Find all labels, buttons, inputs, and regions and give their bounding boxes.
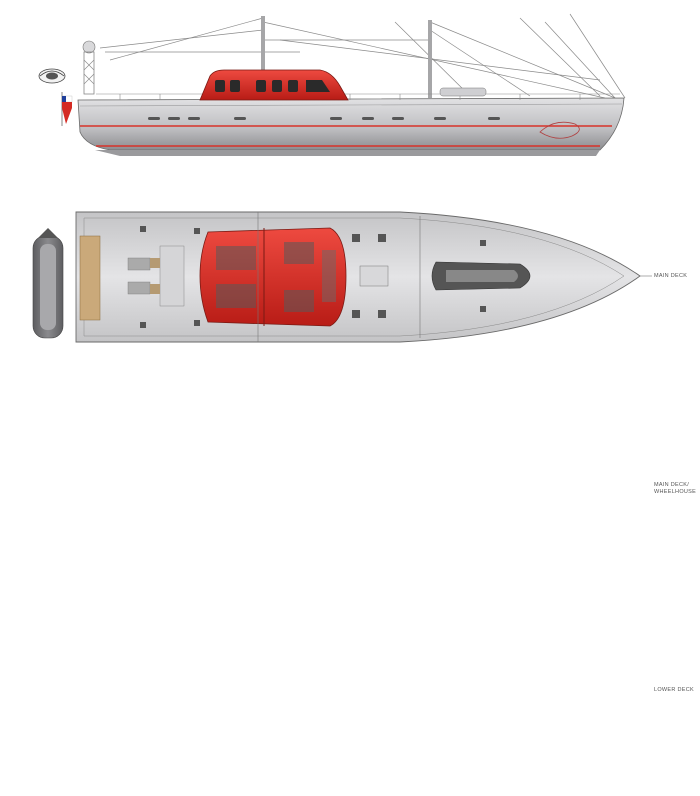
- aft-seating: [127, 245, 185, 307]
- wheelhouse-label-line2: WHEELHOUSE: [654, 489, 697, 495]
- profile-view: [38, 13, 626, 156]
- aft-platform: [79, 235, 101, 321]
- flag-icon: [61, 92, 73, 126]
- mizzen-mast: [428, 20, 432, 98]
- portholes: [148, 117, 500, 120]
- rigging: [99, 13, 626, 101]
- tender-icon: [32, 228, 64, 339]
- mast-icon: [82, 40, 96, 95]
- bow-emblem: [539, 121, 580, 139]
- deck-hatches: [140, 226, 486, 328]
- fore-hatch: [359, 265, 389, 287]
- main-deck-wheelhouse-roof: [199, 227, 347, 327]
- main-deck-plan: [32, 211, 652, 343]
- main-mast: [261, 16, 265, 78]
- deck-railing: [96, 93, 620, 100]
- deck-tender-profile: [439, 87, 487, 97]
- lower-deck-label: LOWER DECK: [654, 687, 694, 693]
- main-deck-label: MAIN DECK: [654, 273, 688, 279]
- wheelhouse-windows: [215, 80, 330, 92]
- wheelhouse-label-line1: MAIN DECK/: [654, 482, 690, 488]
- aft-deck-teak: [150, 258, 160, 294]
- logo-icon: [38, 68, 66, 84]
